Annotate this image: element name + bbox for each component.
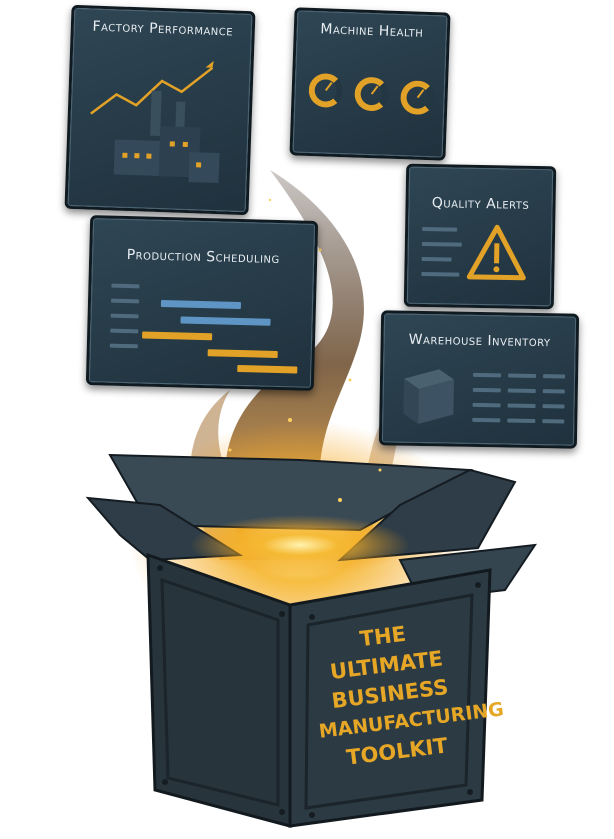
gantt-bar	[237, 364, 298, 374]
panel-warehouse-inventory[interactable]: Warehouse Inventory	[378, 310, 580, 449]
line-chart-icon	[90, 60, 214, 115]
panel-title: Machine Health	[320, 21, 424, 41]
gauge-icon	[308, 72, 344, 109]
box-label: THE ULTIMATE BUSINESS MANUFACTURING TOOL…	[307, 613, 505, 775]
gauge-icon	[399, 80, 436, 116]
factory-icon	[113, 90, 220, 184]
gauge-icon	[354, 76, 390, 112]
gantt-bar	[207, 349, 278, 358]
panel-quality-alerts[interactable]: Quality Alerts	[403, 163, 557, 310]
gantt-bar	[142, 331, 213, 341]
panel-production-scheduling[interactable]: Production Scheduling	[85, 215, 319, 391]
panel-factory-performance[interactable]: Factory Performance	[64, 4, 256, 216]
gantt-bar	[180, 316, 271, 326]
panel-machine-health[interactable]: Machine Health	[289, 7, 451, 161]
box-front-face	[288, 568, 492, 828]
gantt-bar	[160, 299, 242, 310]
warning-triangle-icon	[466, 224, 526, 281]
panel-title: Production Scheduling	[126, 247, 280, 268]
panel-title: Factory Performance	[92, 18, 234, 40]
panel-title: Quality Alerts	[431, 195, 530, 213]
panel-title: Warehouse Inventory	[408, 331, 551, 351]
crate-icon	[403, 369, 454, 424]
